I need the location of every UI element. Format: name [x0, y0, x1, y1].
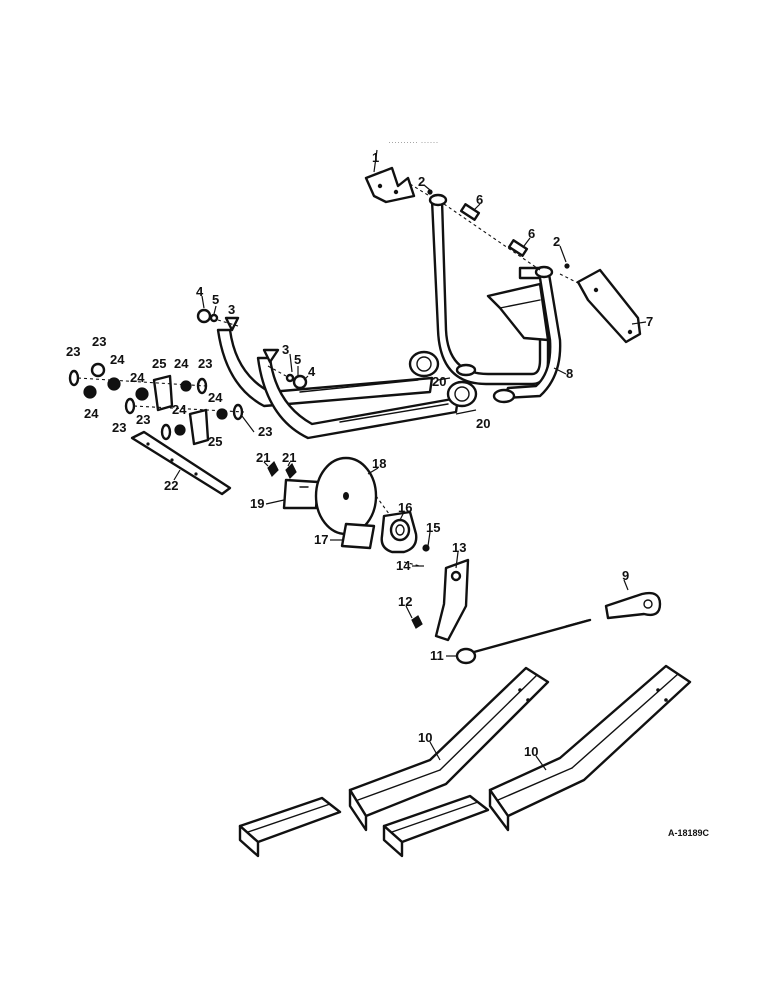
- callout-24: 24: [110, 352, 125, 367]
- callout-20: 20: [476, 416, 490, 431]
- callout-3: 3: [282, 342, 289, 357]
- callout-24: 24: [174, 356, 189, 371]
- part-7-bracket: [559, 268, 642, 344]
- callout-8: 8: [566, 366, 573, 381]
- callout-25: 25: [152, 356, 166, 371]
- faded-header-text: ·········· ······: [388, 137, 438, 147]
- callout-5: 5: [294, 352, 301, 367]
- callout-23: 23: [136, 412, 150, 427]
- callout-13: 13: [452, 540, 466, 555]
- callout-19: 19: [250, 496, 264, 511]
- callout-11: 11: [430, 648, 444, 663]
- part-20-skid-shoes: [216, 316, 478, 440]
- callout-2: 2: [553, 234, 560, 249]
- callout-23: 23: [198, 356, 212, 371]
- callout-1: 1: [372, 150, 379, 165]
- parts-14-16-hub: [380, 510, 430, 567]
- callout-23: 23: [66, 344, 80, 359]
- callout-labels: 1 2 2 3 3 4 4 5 5 6 6 7 8 9 10 10 11 12 …: [66, 150, 653, 759]
- callout-24: 24: [84, 406, 99, 421]
- parts-2-6-rods: [427, 189, 570, 271]
- callout-20: 20: [432, 374, 446, 389]
- callout-24: 24: [172, 402, 187, 417]
- callout-2: 2: [418, 174, 425, 189]
- callout-16: 16: [398, 500, 412, 515]
- parts-23-24-25-hardware: [68, 362, 245, 446]
- part-9-clevis: [604, 591, 662, 620]
- callout-17: 17: [314, 532, 328, 547]
- callout-9: 9: [622, 568, 629, 583]
- callout-23: 23: [112, 420, 126, 435]
- callout-23: 23: [258, 424, 272, 439]
- callout-4: 4: [196, 284, 204, 299]
- callout-6: 6: [476, 192, 483, 207]
- callout-21: 21: [282, 450, 296, 465]
- callout-7: 7: [646, 314, 653, 329]
- leader-lines: [173, 149, 647, 771]
- callout-10: 10: [524, 744, 538, 759]
- callout-6: 6: [528, 226, 535, 241]
- callout-14: 14: [396, 558, 411, 573]
- parts-17-21-disc-assembly: [267, 456, 393, 550]
- part-1-bracket: [364, 166, 437, 204]
- callout-22: 22: [164, 478, 178, 493]
- part-8-u-frame: [428, 193, 562, 404]
- callout-24: 24: [208, 390, 223, 405]
- part-10-channel-beams: [238, 664, 692, 858]
- part-22-strap: [130, 430, 232, 496]
- callout-25: 25: [208, 434, 222, 449]
- callout-24: 24: [130, 370, 145, 385]
- callout-15: 15: [426, 520, 440, 535]
- drawing-number: A-18189C: [668, 828, 710, 838]
- callout-21: 21: [256, 450, 270, 465]
- callout-23: 23: [92, 334, 106, 349]
- callout-3: 3: [228, 302, 235, 317]
- callout-12: 12: [398, 594, 412, 609]
- callout-5: 5: [212, 292, 219, 307]
- callout-18: 18: [372, 456, 386, 471]
- callout-4: 4: [308, 364, 316, 379]
- parts-11-13-arm: [411, 558, 592, 665]
- parts-3-4-5-hardware: [196, 308, 308, 390]
- callout-10: 10: [418, 730, 432, 745]
